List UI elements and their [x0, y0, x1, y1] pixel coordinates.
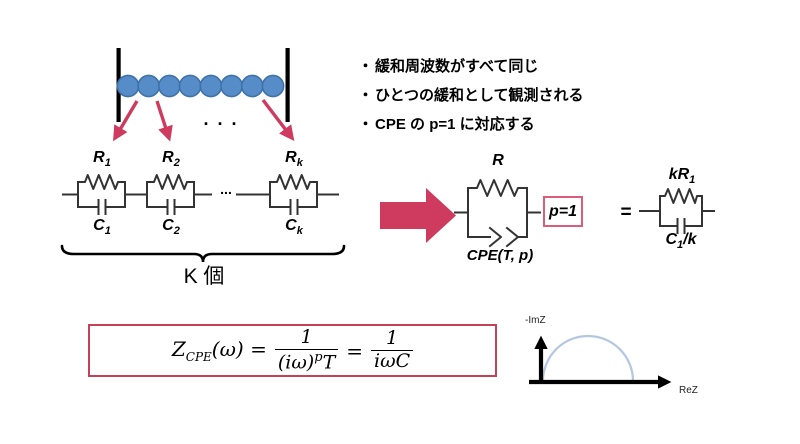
equation-lhs: ZCPE(ω) =	[171, 337, 267, 364]
note-text: CPE の p=1 に対応する	[375, 116, 535, 133]
p-equals-1-badge: p=1	[543, 196, 583, 227]
note-item: ・ 緩和周波数がすべて同じ	[358, 52, 688, 81]
element-count-label: K 個	[183, 265, 225, 288]
electrode-right-bar	[285, 48, 290, 122]
rc-block-1-drawing	[77, 174, 126, 215]
bead	[137, 74, 161, 98]
cpe-resistor-label: R	[492, 152, 504, 169]
cpe-circuit-drawing	[454, 179, 541, 248]
equals-sign: =	[620, 202, 632, 223]
resistor-label-1: R1	[93, 149, 111, 170]
resistor-label-k: Rk	[285, 149, 303, 170]
bead	[240, 74, 264, 98]
map-arrow-left	[113, 100, 139, 142]
note-text: ひとつの緩和として観測される	[375, 87, 584, 104]
impedance-semicircle	[541, 334, 635, 382]
transform-arrow	[380, 188, 456, 243]
capacitor-label-k: Ck	[285, 217, 303, 238]
rc-block-2-drawing	[146, 174, 195, 215]
rc-block-k-drawing	[269, 174, 318, 215]
equation-fraction-1: 1 (iω)pT	[274, 327, 339, 373]
bead	[261, 74, 285, 98]
equiv-circuit-drawing	[639, 188, 715, 234]
capacitor-label-2: C2	[162, 217, 180, 238]
bullet-marker: ・	[358, 116, 374, 133]
cpe-impedance-equation: ZCPE(ω) = 1 (iω)pT = 1 iωC	[88, 324, 497, 377]
bead-ellipsis: . . .	[203, 109, 239, 129]
notes-list: ・ 緩和周波数がすべて同じ ・ ひとつの緩和として観測される ・ CPE の p…	[358, 52, 688, 139]
map-arrow-middle	[155, 100, 173, 142]
equiv-resistor-label: kR1	[668, 166, 696, 187]
nyquist-x-axis-label: ReZ	[679, 385, 698, 396]
bullet-marker: ・	[358, 58, 374, 75]
bead	[220, 74, 244, 98]
bullet-marker: ・	[358, 87, 374, 104]
series-ellipsis: ...	[220, 181, 232, 197]
series-brace	[60, 244, 346, 263]
note-text: 緩和周波数がすべて同じ	[375, 58, 539, 75]
bead	[116, 74, 140, 98]
bead	[157, 74, 181, 98]
equation-equals-2: =	[346, 338, 364, 363]
nyquist-y-axis-label: -ImZ	[525, 315, 546, 326]
resistor-label-2: R2	[162, 149, 180, 170]
bead	[178, 74, 202, 98]
capacitor-label-1: C1	[93, 217, 111, 238]
note-item: ・ ひとつの緩和として観測される	[358, 81, 688, 110]
note-item: ・ CPE の p=1 に対応する	[358, 110, 688, 139]
bead	[199, 74, 223, 98]
cpe-element-label: CPE(T, p)	[466, 247, 534, 264]
bead-row	[116, 74, 285, 98]
equiv-capacitor-label: C1/k	[665, 231, 697, 252]
map-arrow-right	[261, 98, 295, 142]
equation-fraction-2: 1 iωC	[371, 328, 414, 372]
